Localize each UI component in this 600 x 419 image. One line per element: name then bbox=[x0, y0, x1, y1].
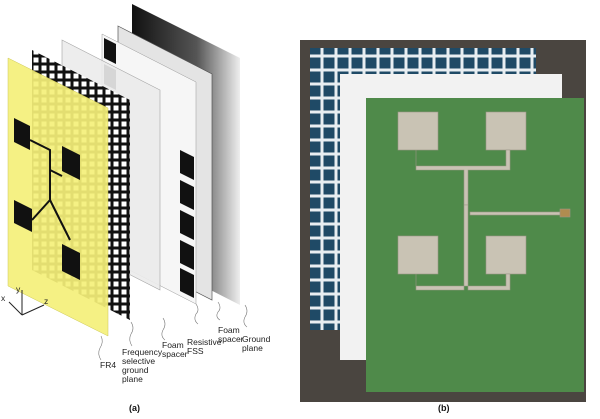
patch bbox=[14, 200, 32, 232]
diagram-a: y x z FR4 Frequency selective ground pla… bbox=[1, 4, 273, 413]
patch bbox=[62, 244, 80, 280]
caption-b: (b) bbox=[438, 403, 450, 413]
layer-label-foam-spacer-1: Foam spacer bbox=[162, 340, 188, 359]
axis-indicator bbox=[8, 290, 45, 316]
patch bbox=[62, 146, 80, 180]
antenna-copper bbox=[397, 111, 571, 291]
layer-label-fsgp: Frequency selective ground plane bbox=[122, 347, 165, 384]
layer-label-fr4: FR4 bbox=[100, 360, 116, 370]
layer-label-resistive-fss: Resistive FSS bbox=[187, 337, 224, 356]
caption-a: (a) bbox=[129, 403, 140, 413]
photo-b: (b) bbox=[300, 40, 586, 413]
axis-x-label: x bbox=[1, 293, 6, 303]
layer-label-ground-plane: Ground plane bbox=[242, 334, 273, 353]
fr4-layer bbox=[7, 57, 109, 337]
axis-y-label: y bbox=[16, 284, 21, 294]
patch bbox=[14, 118, 30, 150]
layer-label-foam-spacer-2: Foam spacer bbox=[218, 325, 244, 344]
axis-z-label: z bbox=[44, 296, 48, 306]
